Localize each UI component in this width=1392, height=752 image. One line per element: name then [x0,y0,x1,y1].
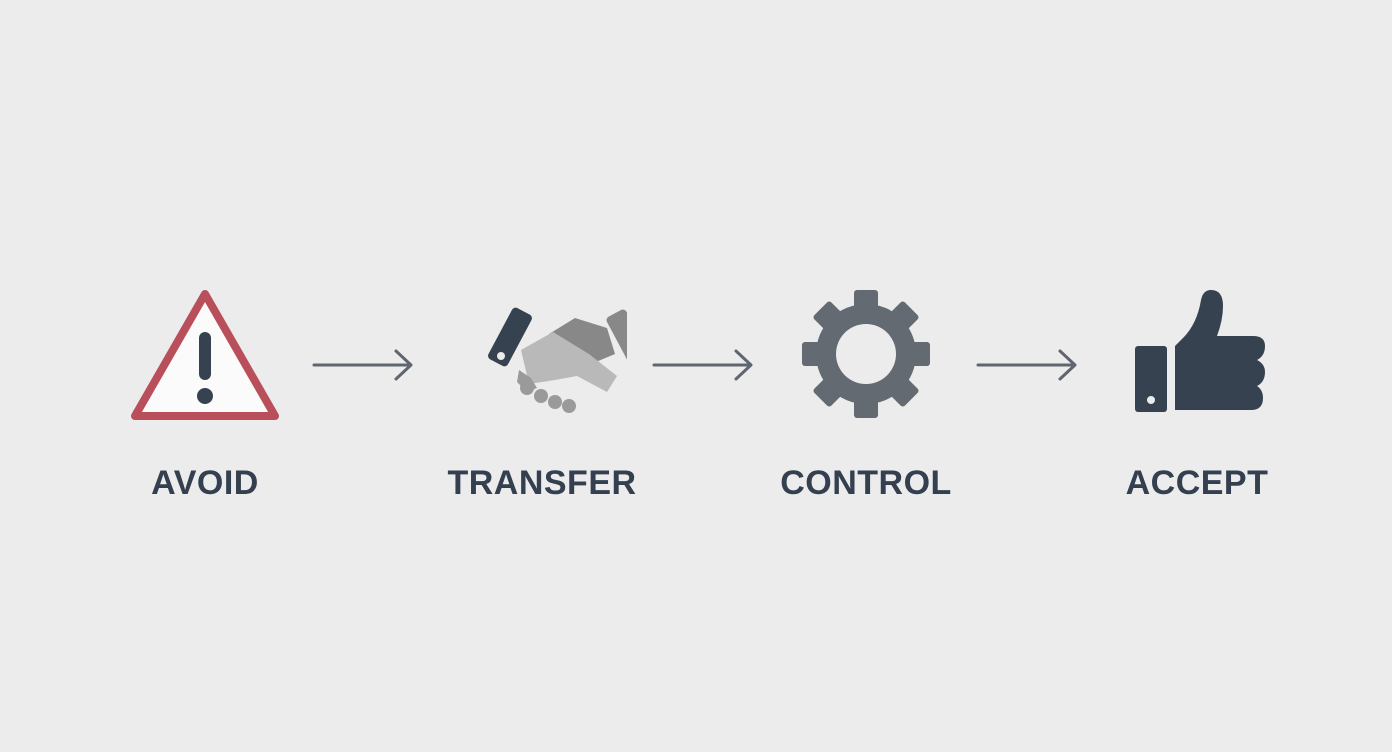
handshake-icon [488,307,627,413]
step-label-accept: ACCEPT [1125,464,1269,502]
step-transfer: TRANSFER [422,284,662,504]
thumbs-up-icon [1135,290,1265,412]
arrow-right-icon [976,349,1077,381]
gear-icon [802,290,930,418]
arrow-right-icon [312,349,413,381]
arrow-right-icon [652,349,753,381]
step-accept: ACCEPT [1077,284,1317,504]
step-control: CONTROL [746,284,986,504]
warning-triangle-icon [131,290,279,420]
step-avoid: AVOID [85,284,325,504]
step-label-avoid: AVOID [151,464,259,502]
step-label-transfer: TRANSFER [447,464,637,502]
step-label-control: CONTROL [780,464,952,502]
